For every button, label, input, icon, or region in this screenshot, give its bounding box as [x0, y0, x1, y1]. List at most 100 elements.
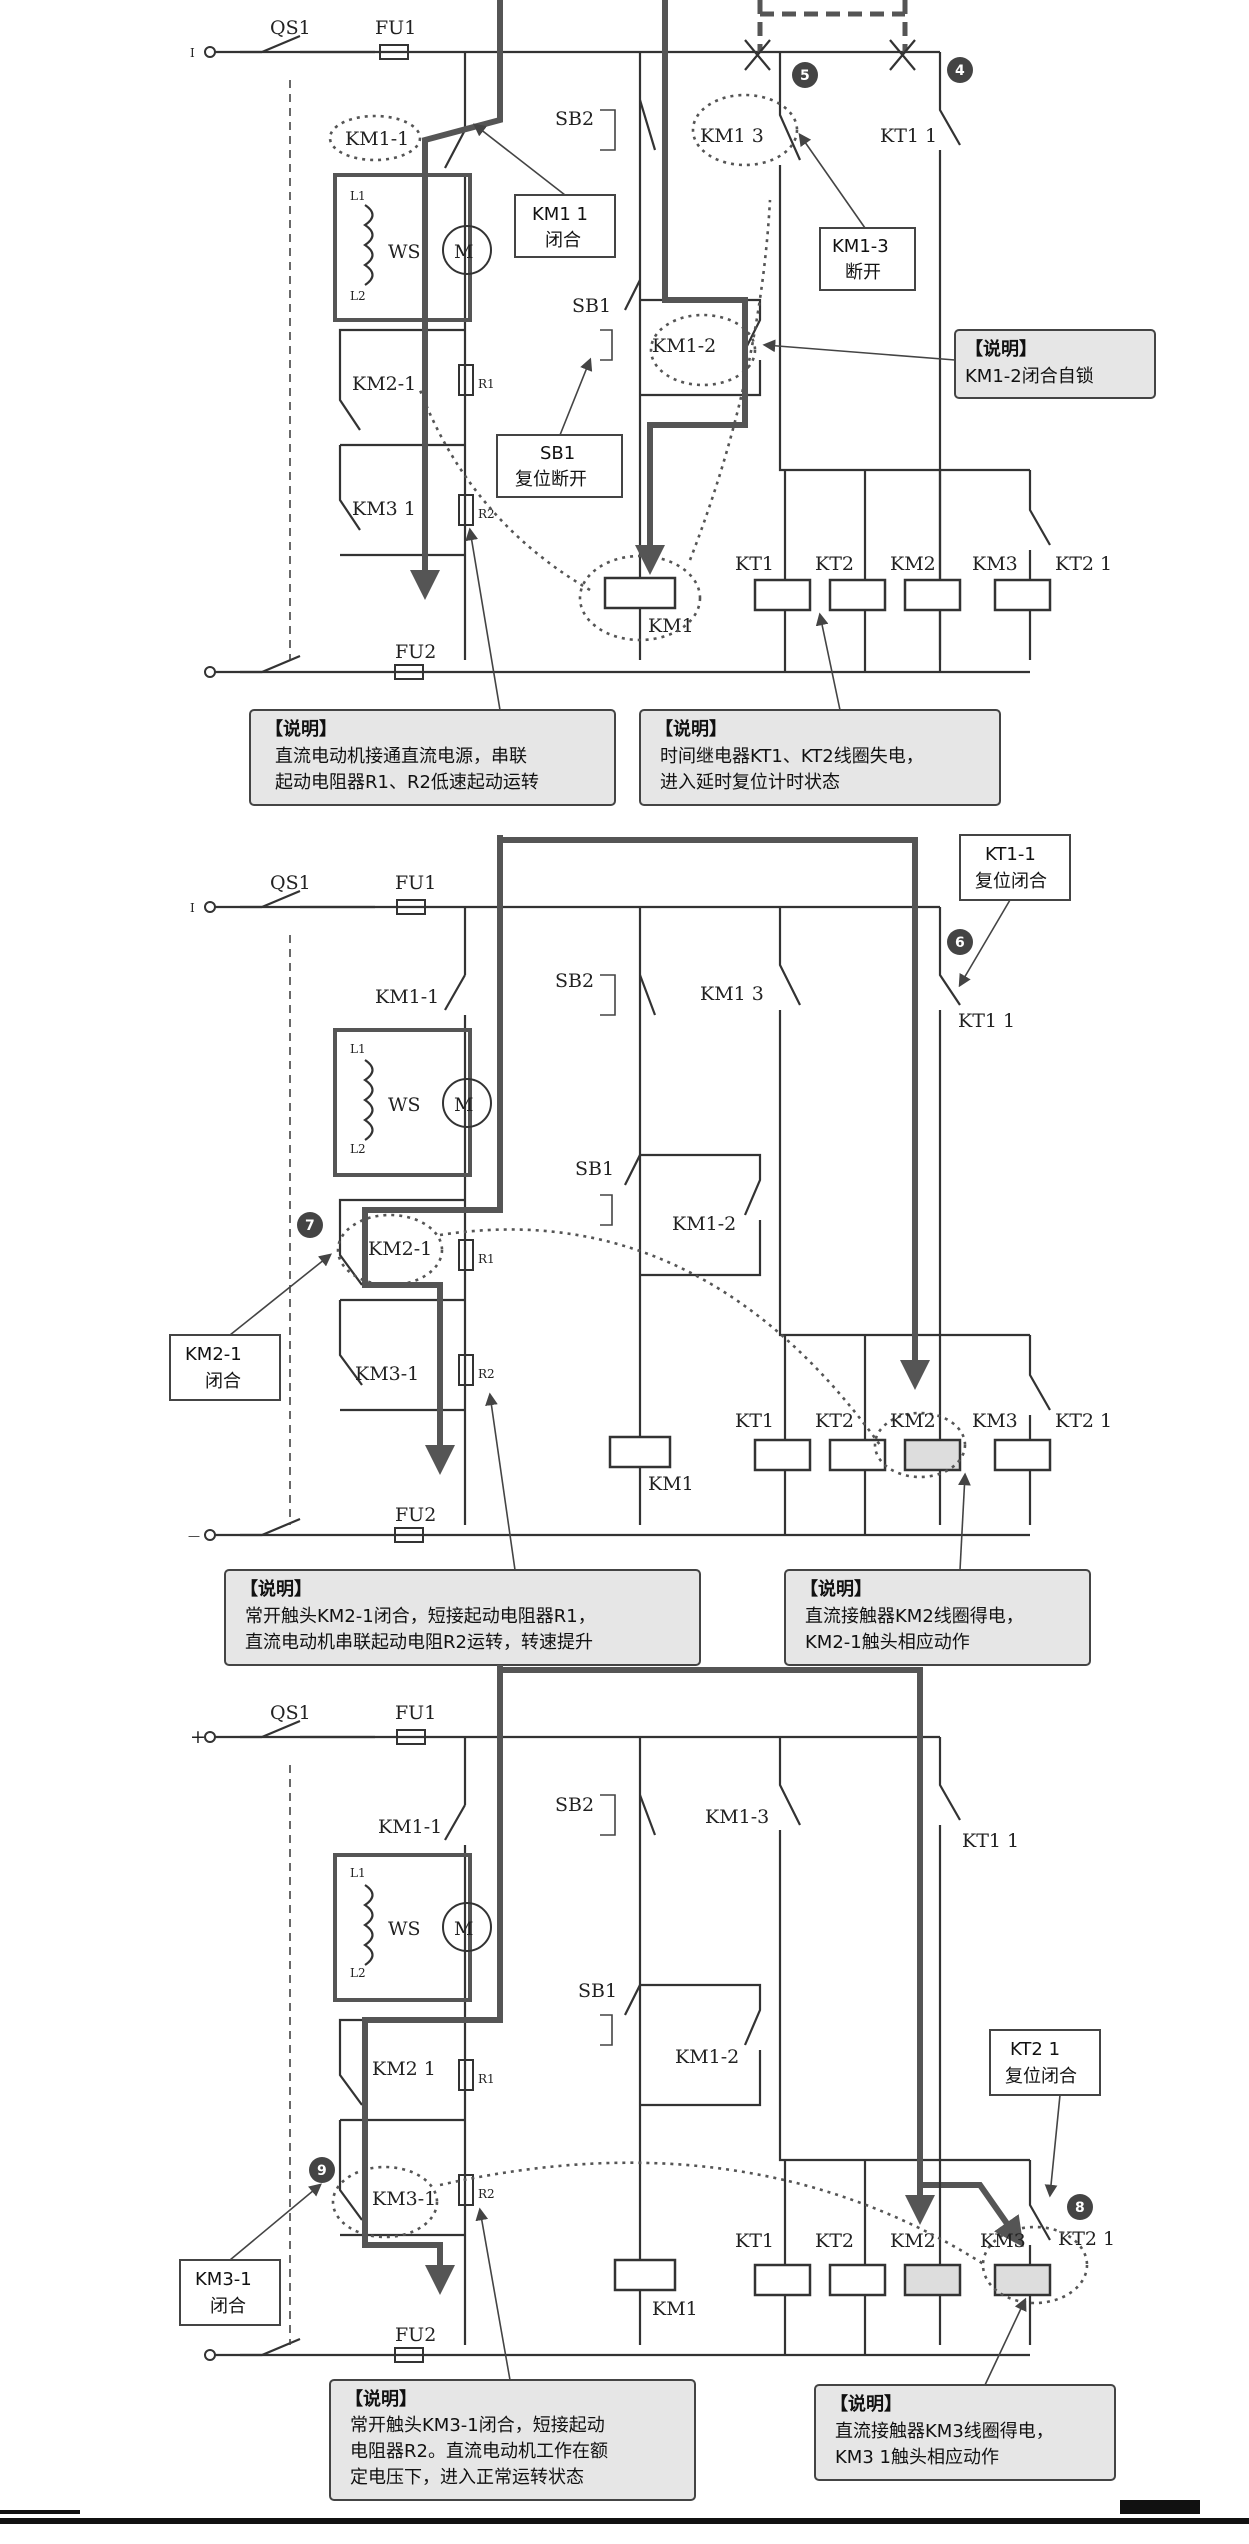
kt1-1-label: KT1 1	[962, 1830, 1019, 1852]
sb1-contact	[624, 279, 641, 311]
note-km2-1: 【说明】 常开触头KM2-1闭合，短接起动电阻器R1， 直流电动机串联起动电阻R…	[224, 1392, 701, 1666]
svg-text:直流电动机串联起动电阻R2运转，转速提升: 直流电动机串联起动电阻R2运转，转速提升	[245, 1632, 593, 1653]
break-x-1	[744, 39, 771, 71]
km1-1-contact	[444, 129, 467, 660]
svg-text:KM1-3: KM1-3	[832, 236, 889, 257]
coil-kt1-label: KT1	[735, 2230, 774, 2252]
r1-label: R1	[478, 377, 495, 391]
svg-text:【说明】: 【说明】	[240, 1578, 312, 1600]
r2-resistor	[458, 494, 474, 526]
coil-kt2-label: KT2	[815, 2230, 854, 2252]
qs1-label: QS1	[270, 872, 311, 894]
plus-label: I	[190, 46, 195, 60]
svg-text:复位断开: 复位断开	[515, 469, 587, 490]
km1-1-label: KM1-1	[345, 128, 409, 150]
svg-text:KM3-1: KM3-1	[195, 2269, 252, 2290]
minus-label: —	[188, 1529, 200, 1543]
kt2-1-label: KT2 1	[1055, 1410, 1112, 1432]
plus-label: I	[190, 901, 195, 915]
r2-label: R2	[478, 507, 495, 521]
panel-1: I QS1 FU1 FU2 KM1-1 M WS L1 L2 R1 R2 KM2…	[190, 0, 1156, 806]
coil-km2-label: KM2	[890, 1410, 936, 1432]
coil-km2-label: KM2	[890, 553, 936, 575]
svg-text:直流电动机接通直流电源，串联: 直流电动机接通直流电源，串联	[275, 746, 527, 767]
coil-kt1-label: KT1	[735, 1410, 774, 1432]
svg-text:KM1-2闭合自锁: KM1-2闭合自锁	[965, 366, 1094, 387]
svg-text:SB1: SB1	[540, 443, 575, 464]
svg-text:【说明】: 【说明】	[800, 1578, 872, 1600]
break-x-2	[889, 39, 916, 71]
svg-text:KT1-1: KT1-1	[985, 844, 1036, 865]
badge-8	[1067, 2194, 1093, 2220]
kt2-1-label: KT2 1	[1058, 2228, 1115, 2250]
page-footer-rule	[0, 2500, 1249, 2524]
motor-symbol	[442, 225, 492, 275]
qs1-label: QS1	[270, 17, 311, 39]
svg-text:KM2-1触头相应动作: KM2-1触头相应动作	[805, 1632, 970, 1653]
km1-1-label: KM1-1	[375, 986, 439, 1008]
panel-2: I QS1 FU1 — FU2 KM1-1 M WS L1 L2 R1 R2 K…	[169, 834, 1112, 1666]
km1-2-label: KM1-2	[672, 1213, 736, 1235]
km3-1-label: KM3 1	[352, 498, 416, 520]
badge-8-text: 8	[1075, 2200, 1085, 2216]
km3-1-branch	[338, 445, 465, 557]
svg-text:起动电阻器R1、R2低速起动运转: 起动电阻器R1、R2低速起动运转	[275, 772, 539, 793]
motor-box	[333, 173, 472, 322]
km1-2-label: KM1-2	[675, 2046, 739, 2068]
badge-6-text: 6	[955, 935, 965, 951]
sb2-button	[600, 109, 616, 151]
coil-km3-label: KM3	[972, 553, 1018, 575]
plus-label: +	[190, 1726, 206, 1748]
motor-label: M	[454, 1918, 473, 1940]
badge-6	[947, 929, 973, 955]
dashed-linkage	[757, 0, 908, 52]
svg-text:KM1 1: KM1 1	[532, 204, 588, 225]
svg-text:【说明】: 【说明】	[830, 2393, 902, 2415]
svg-text:【说明】: 【说明】	[655, 718, 727, 740]
sb2-label: SB2	[555, 970, 594, 992]
svg-text:KM2-1: KM2-1	[185, 1344, 242, 1365]
kt1-1-label: KT1 1	[880, 125, 937, 147]
badge-4-text: 4	[955, 63, 965, 79]
km1-3-branch	[778, 52, 1030, 472]
sb1-label: SB1	[578, 1980, 617, 2002]
ws-label: WS	[388, 1918, 421, 1940]
badge-4	[947, 57, 973, 83]
km3-1-label: KM3-1	[355, 1363, 419, 1385]
sb1-button	[600, 329, 613, 361]
note-km2-coil: 【说明】 直流接触器KM2线圈得电， KM2-1触头相应动作	[784, 1472, 1091, 1666]
note-km3-1: 【说明】 常开触头KM3-1闭合，短接起动 电阻器R2。直流电动机工作在额 定电…	[329, 2207, 696, 2501]
badge-7-text: 7	[305, 1218, 315, 1234]
sb2-label: SB2	[555, 1794, 594, 1816]
fu1-fuse	[379, 44, 409, 60]
coil-kt2-label: KT2	[815, 553, 854, 575]
svg-text:断开: 断开	[845, 262, 881, 283]
kt2-1-branch	[1028, 470, 1051, 660]
note-km1-2: 【说明】 KM1-2闭合自锁	[762, 329, 1156, 399]
coil-row: KT1 KT2 KM2 KM3	[735, 470, 1052, 672]
terminal-plus	[204, 46, 216, 58]
l2-label: L2	[350, 1142, 366, 1156]
svg-text:电阻器R2。直流电动机工作在额: 电阻器R2。直流电动机工作在额	[350, 2441, 608, 2462]
coil-kt1-label: KT1	[735, 553, 774, 575]
current-flow-arrow	[410, 0, 503, 600]
terminal-minus	[204, 666, 216, 678]
r1-label: R1	[478, 2072, 495, 2086]
svg-text:进入延时复位计时状态: 进入延时复位计时状态	[660, 772, 840, 793]
svg-text:常开触头KM2-1闭合，短接起动电阻器R1，: 常开触头KM2-1闭合，短接起动电阻器R1，	[245, 1606, 596, 1627]
svg-text:定电压下，进入正常运转状态: 定电压下，进入正常运转状态	[350, 2467, 584, 2488]
km1-3-highlight	[691, 93, 799, 167]
coil-km1-label: KM1	[648, 615, 694, 637]
r1-resistor	[458, 364, 474, 396]
motor-label: M	[454, 1094, 473, 1116]
sb2-label: SB2	[555, 108, 594, 130]
badge-9	[309, 2157, 335, 2183]
svg-text:闭合: 闭合	[210, 2296, 246, 2317]
svg-text:KM3 1触头相应动作: KM3 1触头相应动作	[835, 2447, 999, 2468]
coil-km3-label: KM3	[980, 2230, 1026, 2252]
svg-text:常开触头KM3-1闭合，短接起动: 常开触头KM3-1闭合，短接起动	[350, 2415, 605, 2436]
badge-9-text: 9	[317, 2163, 327, 2179]
coil-km2-label: KM2	[890, 2230, 936, 2252]
svg-text:时间继电器KT1、KT2线圈失电，: 时间继电器KT1、KT2线圈失电，	[660, 746, 924, 767]
